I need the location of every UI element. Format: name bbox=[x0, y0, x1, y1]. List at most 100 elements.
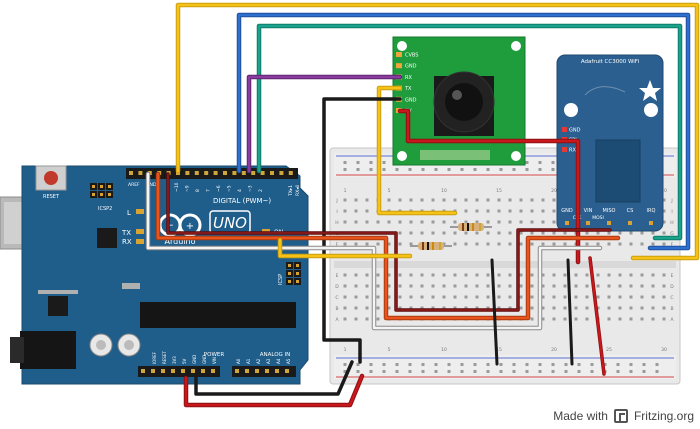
wifi-pin bbox=[562, 147, 567, 152]
breadboard-col-label: 1 bbox=[344, 347, 347, 353]
breadboard-row-label: J bbox=[335, 198, 337, 204]
breadboard-row-label: F bbox=[336, 242, 339, 248]
breadboard-col-label: 10 bbox=[441, 188, 447, 194]
led-rx-label: RX bbox=[122, 238, 132, 246]
led-tx bbox=[136, 229, 144, 234]
icsp2-label: ICSP2 bbox=[98, 206, 112, 212]
breadboard-row-label: G bbox=[670, 231, 674, 237]
breadboard-row-label: A bbox=[670, 317, 674, 323]
breadboard-row-label: B bbox=[335, 306, 338, 312]
wifi-side-pin-label: GND bbox=[569, 128, 581, 134]
resistor-2 bbox=[410, 242, 452, 250]
wifi-side-pin-label: RX bbox=[569, 148, 576, 154]
fritzing-footer: Made with Fritzing.org bbox=[553, 407, 694, 425]
led-tx-label: TX bbox=[121, 229, 131, 237]
breadboard-row-label: F bbox=[671, 242, 674, 248]
breadboard-row-label: H bbox=[335, 220, 338, 226]
led-l-label: L bbox=[127, 209, 131, 217]
digital-pin-label: ~5 bbox=[227, 185, 233, 192]
digital-header bbox=[126, 168, 298, 179]
wire-black-arduino-gnd bbox=[194, 360, 354, 396]
regulator-chip bbox=[48, 296, 68, 316]
digital-pin-label: 7 bbox=[206, 189, 212, 192]
breadboard-row-label: E bbox=[671, 273, 674, 279]
tx-arrow-label: TX▸1 bbox=[288, 185, 294, 197]
breadboard-col-label: 20 bbox=[551, 347, 557, 353]
camera-lens bbox=[452, 90, 462, 100]
adafruit-star-icon bbox=[639, 80, 661, 101]
breadboard-col-label: 30 bbox=[661, 188, 667, 194]
wifi-bottom-pin-label: GND bbox=[561, 208, 573, 214]
wifi-title: Adafruit CC3000 WiFi bbox=[581, 59, 640, 65]
breadboard-row-label: A bbox=[335, 317, 339, 323]
wifi-bottom-pin-label: CS bbox=[627, 208, 634, 214]
power-pin-label: 5V bbox=[182, 358, 187, 364]
fritzing-brand-text[interactable]: Fritzing.org bbox=[633, 409, 694, 423]
digital-pin-label: ~3 bbox=[248, 185, 254, 192]
wifi-pin bbox=[649, 221, 653, 225]
bottom-header-holes bbox=[141, 369, 289, 373]
analog-pin-label: A1 bbox=[246, 358, 251, 364]
breadboard-row-label: D bbox=[335, 284, 339, 290]
svg-text:−: − bbox=[166, 221, 174, 231]
digital-pin-label: ~10 bbox=[174, 182, 180, 192]
usb-chip bbox=[97, 228, 117, 248]
breadboard-row-label: I bbox=[336, 209, 337, 215]
breadboard-col-label: 1 bbox=[344, 188, 347, 194]
breadboard-row-label: C bbox=[670, 295, 673, 301]
power-label: POWER bbox=[204, 352, 225, 358]
power-pin-label: VIN bbox=[212, 357, 217, 364]
breadboard-col-label: 30 bbox=[661, 347, 667, 353]
icsp2-header bbox=[90, 183, 113, 198]
wifi-pin bbox=[565, 221, 569, 225]
breadboard-row-label: H bbox=[670, 220, 673, 226]
atmega-chip bbox=[140, 302, 296, 328]
power-pin-label: GND bbox=[202, 355, 207, 364]
breadboard-row-label: J bbox=[670, 198, 672, 204]
breadboard-row-label: D bbox=[670, 284, 674, 290]
analog-pin-label: A3 bbox=[266, 358, 271, 364]
aref-label: AREF bbox=[128, 182, 140, 188]
digital-pin-label: 8 bbox=[195, 189, 201, 192]
analog-pin-label: A4 bbox=[276, 358, 281, 364]
wires bbox=[145, 2, 700, 408]
gnd-label-top: GND bbox=[146, 182, 157, 188]
digital-pin-label: ~6 bbox=[216, 185, 222, 192]
wire-black-gnd-2 bbox=[566, 258, 574, 366]
breadboard-row-label: B bbox=[670, 306, 673, 312]
wifi-pin bbox=[607, 221, 611, 225]
wire-black-camera-gnd bbox=[322, 97, 402, 364]
svg-text:+: + bbox=[186, 221, 194, 232]
camera-pin-label: RX bbox=[405, 75, 412, 81]
digital-pin-label: 2 bbox=[258, 189, 264, 192]
analog-pin-label: A2 bbox=[256, 358, 261, 364]
reset-button-cap[interactable] bbox=[44, 171, 58, 185]
camera-pin-label: GND bbox=[405, 97, 417, 103]
wifi-pin bbox=[628, 221, 632, 225]
wire-black-gnd-1 bbox=[490, 258, 499, 366]
arduino-brand-label: Arduino bbox=[165, 237, 196, 246]
reset-label: RESET bbox=[43, 194, 60, 200]
camera-pin bbox=[396, 63, 402, 69]
analog-pin-label: A5 bbox=[286, 358, 291, 364]
icsp-label: ICSP bbox=[278, 274, 284, 285]
led-l bbox=[136, 209, 144, 214]
wifi-bottom-pin-label: MISO bbox=[603, 208, 616, 214]
bottom-power-rail bbox=[343, 363, 659, 373]
made-with-text: Made with bbox=[553, 409, 608, 423]
breadboard-col-label: 15 bbox=[496, 347, 502, 353]
breadboard-row-label: C bbox=[335, 295, 338, 301]
camera-mount-hole bbox=[397, 41, 407, 51]
analog-header bbox=[232, 366, 296, 377]
digital-pin-label: 4 bbox=[237, 189, 243, 192]
breadboard-col-label: 10 bbox=[441, 347, 447, 353]
rx-arrow-label: RX◂0 bbox=[295, 185, 301, 196]
digital-pin-label: ~9 bbox=[185, 185, 191, 192]
wifi-sub-pin-label: MOSI bbox=[592, 215, 604, 221]
breadboard-row-label: I bbox=[671, 209, 672, 215]
breadboard-col-label: 15 bbox=[496, 188, 502, 194]
led-rx bbox=[136, 239, 144, 244]
